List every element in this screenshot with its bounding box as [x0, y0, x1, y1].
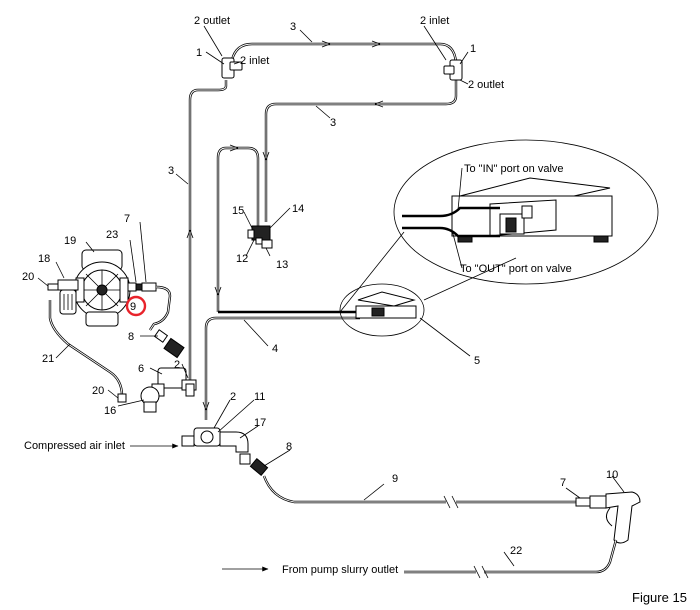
- label-16: 16: [104, 405, 116, 417]
- coupler-7-right: [575, 497, 591, 507]
- label-4: 4: [272, 343, 278, 355]
- label-11: 11: [254, 391, 265, 403]
- label-19: 19: [64, 235, 76, 247]
- foot-valve-small: [339, 283, 425, 337]
- label-7-left: 7: [124, 213, 130, 225]
- label-21: 21: [42, 353, 54, 365]
- label-7-right: 7: [560, 477, 566, 489]
- label-10: 10: [606, 469, 618, 481]
- hose-to-in-port: [214, 144, 260, 312]
- coupler-8-left: [153, 329, 185, 359]
- label-23: 23: [106, 229, 118, 241]
- label-20-bottom: 20: [92, 385, 104, 397]
- fitting-23: [127, 282, 143, 292]
- foot-valve-detail: [393, 139, 659, 285]
- hose-22: [404, 539, 618, 579]
- label-2-manifold: 2: [230, 391, 236, 403]
- zoom-line-a: [339, 231, 405, 313]
- quick-coupler-7-left: [141, 282, 157, 292]
- label-9-circled: 9: [130, 301, 136, 313]
- label-inlet-left: 2 inlet: [240, 55, 269, 67]
- coupler-8-right: [239, 453, 269, 477]
- note-in-port: To "IN" port on valve: [464, 163, 564, 175]
- fitting-2-lower: [185, 383, 195, 397]
- hose-21: [48, 300, 124, 397]
- tee-fitting-right: [443, 59, 463, 81]
- label-6: 6: [138, 363, 144, 375]
- label-hose-3-left: 3: [168, 165, 174, 177]
- filter-regulator: [47, 279, 79, 315]
- label-2-fitting: 2: [174, 359, 180, 371]
- tee-fitting-left: [221, 57, 243, 79]
- label-9-hose: 9: [392, 473, 398, 485]
- highlight-circle: [125, 295, 147, 317]
- hose-3-top: [230, 40, 458, 63]
- label-fitting-1-left: 1: [196, 47, 202, 59]
- pilot-valve: [247, 225, 273, 249]
- label-inlet-right: 2 inlet: [420, 15, 449, 27]
- note-slurry-outlet: From pump slurry outlet: [282, 564, 398, 576]
- label-hose-3-mid: 3: [330, 117, 336, 129]
- label-8-left: 8: [128, 331, 134, 343]
- label-18: 18: [38, 253, 50, 265]
- zoom-line-b: [423, 257, 517, 301]
- label-17: 17: [254, 417, 266, 429]
- label-15: 15: [232, 205, 244, 217]
- hose-3-left: [186, 80, 228, 382]
- label-14: 14: [292, 203, 304, 215]
- label-hose-3-top: 3: [290, 21, 296, 33]
- hose-9-main: [262, 475, 576, 509]
- hose-9-pump: [149, 285, 172, 331]
- label-22: 22: [510, 545, 522, 557]
- fitting-20-bottom: [117, 393, 127, 403]
- manifold-11: [181, 427, 221, 447]
- label-20-top: 20: [22, 271, 34, 283]
- label-outlet-left: 2 outlet: [194, 15, 230, 27]
- hose-4: [202, 310, 360, 420]
- figure-caption: Figure 15: [632, 590, 687, 605]
- label-outlet-right: 2 outlet: [468, 79, 504, 91]
- label-8-right: 8: [286, 441, 292, 453]
- label-13: 13: [276, 259, 288, 271]
- hose-3-return: [262, 78, 458, 222]
- regulator-16: [140, 386, 160, 413]
- label-12: 12: [236, 253, 248, 265]
- label-5: 5: [474, 355, 480, 367]
- label-fitting-1-right: 1: [470, 43, 476, 55]
- note-air-inlet: Compressed air inlet: [24, 440, 125, 452]
- note-out-port: To "OUT" port on valve: [460, 263, 572, 275]
- diaphragm-pump: [73, 249, 131, 327]
- leader-lines: [37, 25, 625, 567]
- spray-gun-10: [589, 491, 641, 544]
